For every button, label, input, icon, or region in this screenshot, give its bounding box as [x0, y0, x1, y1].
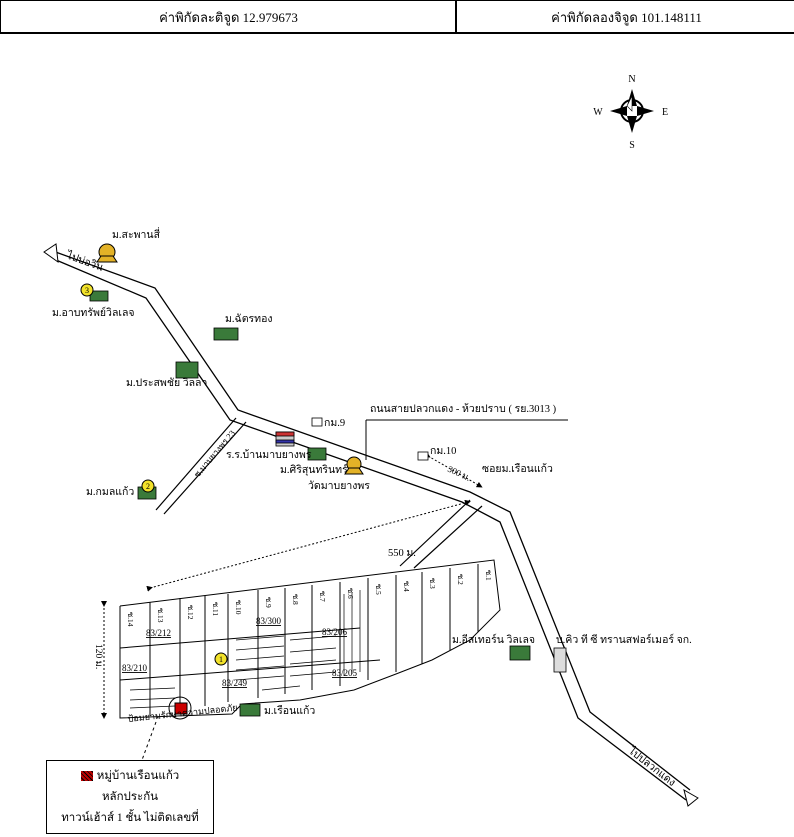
target-plot-circle — [168, 696, 192, 720]
soi-11-label: ซ.11 — [211, 602, 220, 616]
place-sirisuntharin-label: ม.ศิริสุนทรินทร์ — [280, 463, 348, 476]
arrow-to-chin-icon — [43, 243, 59, 264]
dist-550-label: 550 ม. — [388, 548, 416, 559]
number-badges: 3 2 1 — [80, 283, 228, 666]
main-road-label: ถนนสายปลวกแดง - ห้วยปราบ ( รย.3013 ) — [370, 403, 557, 415]
km9-label: กม.9 — [324, 418, 345, 429]
place-eastern-label: ม.อีสเทอร์น วิลเลจ — [452, 633, 535, 646]
compass-e: E — [662, 107, 668, 118]
place-prasopchai-label: ม.ประสพชัย วิลลา — [126, 377, 207, 389]
badge-1: 1 — [219, 655, 223, 664]
hatched-plot-swatch-icon — [80, 771, 93, 781]
compass-n: N — [628, 74, 635, 85]
building-icons — [89, 290, 567, 717]
longitude-label: ค่าพิกัดลองจิจูด 101.148111 — [551, 9, 702, 25]
place-kamonkaew-label: ม.กมลแก้ว — [86, 486, 134, 498]
coordinates-header: ค่าพิกัดละติจูด 12.979673 ค่าพิกัดลองจิจ… — [0, 0, 794, 34]
house-chatrathong-icon — [213, 327, 239, 341]
soi-6-label: ซ.6 — [346, 588, 355, 599]
house-arbsap-icon — [89, 290, 109, 302]
soi-3-label: ซ.3 — [428, 578, 437, 589]
soi-12-label: ซ.12 — [186, 605, 195, 620]
village-layout — [119, 559, 501, 719]
legend-line2: ทาวน์เฮ้าส์ 1 ชั้น ไม่ติดเลขที่ — [61, 812, 199, 824]
compass-icon: N S W E — [593, 74, 668, 151]
soi-2-label: ซ.2 — [456, 574, 465, 585]
place-temple-label: วัดมาบยางพร — [308, 480, 370, 492]
soi-10-label: ซ.10 — [234, 600, 243, 615]
legend-line1: หลักประกัน — [101, 791, 159, 803]
place-school-label: ร.ร.บ้านมาบยางพร — [226, 449, 312, 461]
arrow-to-pluakdaeng-icon — [683, 788, 699, 807]
dist-120-label: 120 ม. — [93, 644, 103, 669]
soi-13-label: ซ.13 — [156, 608, 165, 623]
soi-5-label: ซ.5 — [374, 584, 383, 595]
house-ruankaew-icon — [239, 703, 261, 717]
place-ruankaew-label: ม.เรือนแก้ว — [264, 704, 315, 717]
distance-550-line — [146, 499, 471, 592]
legend-pointer-line — [141, 721, 157, 761]
legend-box: หมู่บ้านเรือนแก้ว หลักประกัน ทาวน์เฮ้าส์… — [46, 760, 214, 834]
badge-2: 2 — [146, 482, 150, 491]
plot-249-label: 83/249 — [222, 678, 248, 688]
temple-icons — [96, 243, 364, 475]
soi-7-label: ซ.7 — [318, 591, 327, 602]
soi-4-label: ซ.4 — [402, 581, 411, 592]
dist-300-label: 300 ม. — [446, 464, 472, 483]
place-company-label: บ.คิว ที ซี ทรานสฟอร์เมอร์ จก. — [556, 633, 692, 646]
legend-title-row: หมู่บ้านเรือนแก้ว — [47, 767, 213, 785]
soi-9-label: ซ.9 — [264, 597, 273, 608]
plot-205-label: 83/205 — [332, 668, 358, 678]
km10-post-icon — [417, 451, 429, 461]
plot-210-label: 83/210 — [122, 663, 148, 673]
plot-212-label: 83/212 — [146, 628, 171, 638]
place-chatrathong-label: ม.ฉัตรทอง — [225, 313, 273, 325]
soi-1-label: ซ.1 — [484, 570, 493, 581]
longitude-cell: ค่าพิกัดลองจิจูด 101.148111 — [455, 0, 794, 33]
latitude-cell: ค่าพิกัดละติจูด 12.979673 — [0, 0, 456, 33]
place-sapansi-label: ม.สะพานสี่ — [112, 227, 161, 241]
compass-w: W — [593, 107, 603, 118]
latitude-label: ค่าพิกัดละติจูด 12.979673 — [159, 9, 298, 25]
plot-300-label: 83/300 — [256, 616, 282, 626]
soi-entrance-label: ซอยม.เรือนแก้ว — [482, 462, 553, 475]
side-soi-road — [155, 417, 247, 515]
soi-14-label: ซ.14 — [126, 612, 135, 627]
header-divider — [0, 32, 794, 34]
road-to-pluakdaeng-label: ไปปลวกแดง — [625, 744, 678, 789]
house-prasopchai-icon — [175, 361, 199, 379]
plot-206-label: 83/206 — [322, 627, 348, 637]
house-eastern-icon — [509, 645, 531, 661]
badge-3: 3 — [85, 286, 89, 295]
km9-post-icon — [311, 417, 323, 427]
km10-label: กม.10 — [430, 446, 456, 457]
factory-icon — [553, 647, 567, 673]
legend-title: หมู่บ้านเรือนแก้ว — [96, 770, 180, 782]
house-sirisuntharin-icon — [307, 447, 327, 461]
target-plot-icon — [174, 702, 188, 715]
place-arbsap-label: ม.อาบทรัพย์วิลเลจ — [52, 306, 135, 319]
soi-8-label: ซ.8 — [291, 594, 300, 605]
compass-s: S — [629, 140, 635, 151]
